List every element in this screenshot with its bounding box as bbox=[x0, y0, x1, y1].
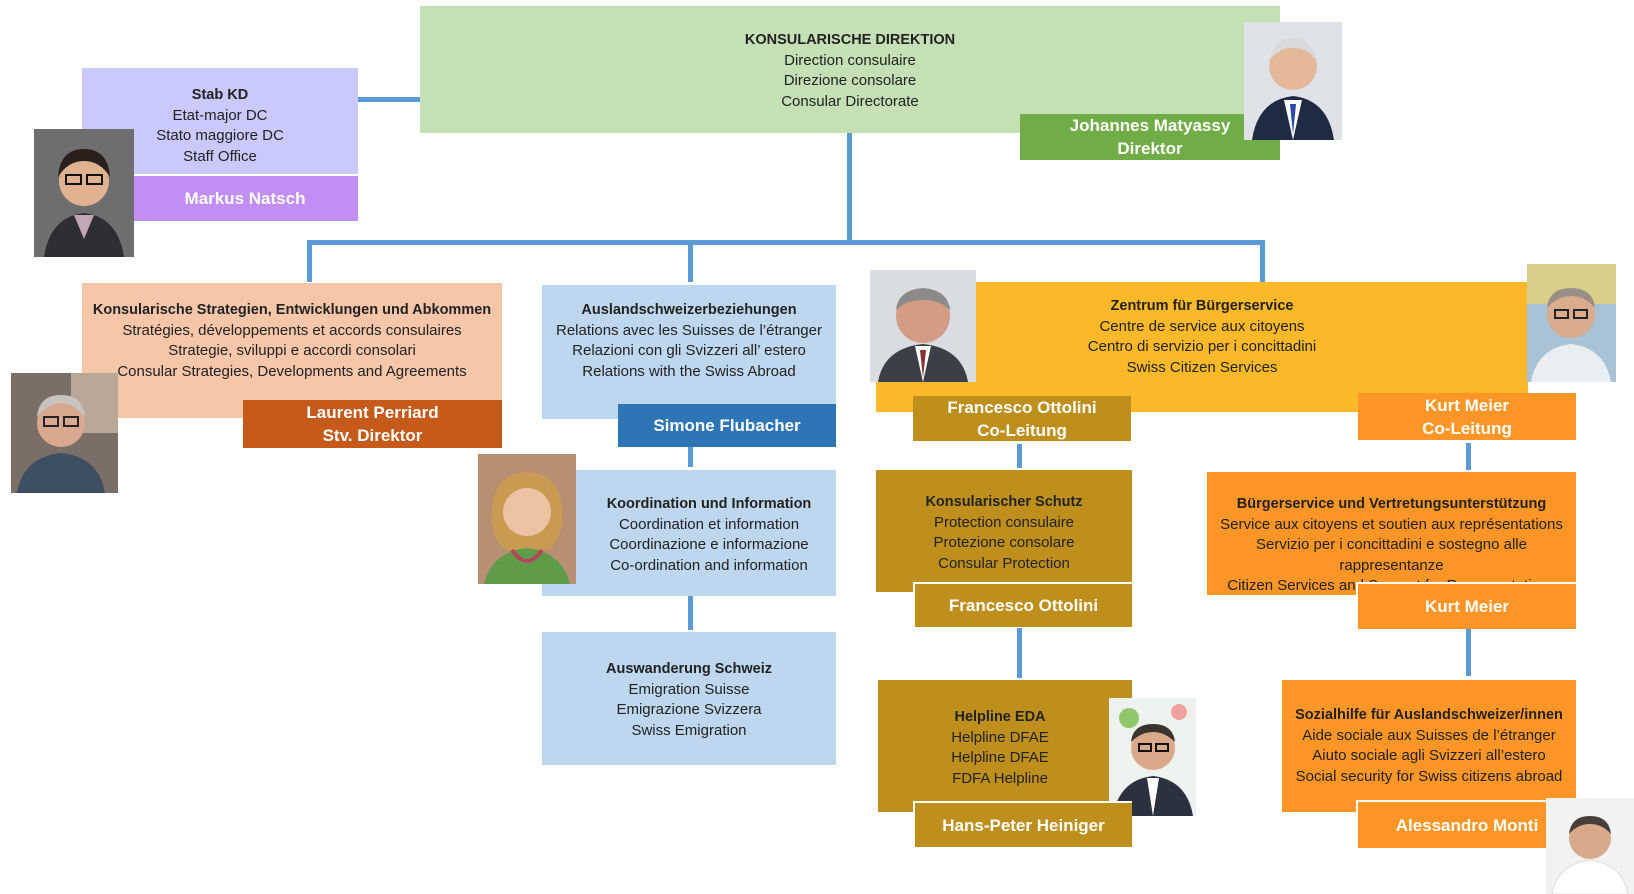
helpline-title: Helpline EDA bbox=[954, 709, 1046, 725]
connector-strategies bbox=[307, 240, 312, 282]
services-person-name: Kurt Meier bbox=[1424, 597, 1510, 616]
citizen-lead2-label: Kurt Meier Co-Leitung bbox=[1358, 393, 1576, 440]
citizen-line-fr: Centre de service aux citoyens bbox=[1099, 317, 1305, 335]
coordination-photo bbox=[478, 454, 576, 584]
emigration-line-it: Emigrazione Svizzera bbox=[616, 701, 762, 718]
abroad-person-name: Simone Flubacher bbox=[653, 416, 801, 435]
strategies-box: Konsularische Strategien, Entwicklungen … bbox=[82, 283, 502, 418]
connector-coord-emig bbox=[688, 596, 693, 630]
services-line-it: Servizio per i concittadini e sostegno a… bbox=[1256, 536, 1527, 574]
staff-line-en: Staff Office bbox=[183, 147, 257, 165]
connector-meier-services bbox=[1466, 443, 1471, 470]
citizen-photo-left bbox=[870, 270, 976, 382]
director-photo bbox=[1244, 22, 1342, 140]
protection-line-en: Consular Protection bbox=[938, 554, 1070, 572]
emigration-line-en: Swiss Emigration bbox=[631, 721, 747, 739]
staff-label: Markus Natsch bbox=[132, 176, 358, 221]
strategies-person-role: Stv. Direktor bbox=[322, 426, 423, 445]
connector-abroad-coord bbox=[688, 445, 693, 467]
helpline-label: Hans-Peter Heiniger bbox=[913, 801, 1132, 847]
citizen-photo-right bbox=[1527, 264, 1616, 382]
emigration-box: Auswanderung Schweiz Emigration Suisse E… bbox=[542, 632, 836, 765]
citizen-lead2-name: Kurt Meier bbox=[1424, 395, 1510, 415]
director-line-fr: Direction consulaire bbox=[784, 51, 916, 69]
staff-box: Stab KD Etat-major DC Stato maggiore DC … bbox=[82, 68, 358, 174]
protection-person-name: Francesco Ottolini bbox=[948, 596, 1099, 615]
citizen-lead2-role: Co-Leitung bbox=[1422, 418, 1512, 438]
citizen-box: Zentrum für Bürgerservice Centre de serv… bbox=[876, 282, 1528, 412]
connector-abroad bbox=[688, 240, 693, 282]
social-line-fr: Aide sociale aux Suisses de l’étranger bbox=[1302, 726, 1556, 744]
social-label: Alessandro Monti bbox=[1356, 800, 1576, 848]
abroad-title: Auslandschweizerbeziehungen bbox=[581, 302, 797, 318]
protection-line-it: Protezione consolare bbox=[933, 534, 1075, 551]
emigration-line-fr: Emigration Suisse bbox=[628, 680, 750, 698]
social-box: Sozialhilfe für Auslandschweizer/innen A… bbox=[1282, 680, 1576, 812]
abroad-box: Auslandschweizerbeziehungen Relations av… bbox=[542, 285, 836, 419]
citizen-lead1-name: Francesco Ottolini bbox=[947, 397, 1097, 417]
connector-main-horizontal bbox=[307, 240, 1265, 245]
coordination-line-en: Co-ordination and information bbox=[610, 556, 808, 574]
helpline-person-name: Hans-Peter Heiniger bbox=[942, 815, 1105, 835]
services-label: Kurt Meier bbox=[1356, 582, 1576, 629]
strategies-person-name: Laurent Perriard bbox=[306, 403, 439, 422]
strategies-line-it: Strategie, sviluppi e accordi consolari bbox=[168, 342, 416, 359]
strategies-label: Laurent Perriard Stv. Direktor bbox=[243, 400, 502, 448]
connector-citizen bbox=[1260, 240, 1265, 282]
helpline-line-en: FDFA Helpline bbox=[952, 769, 1048, 787]
coordination-box: Koordination und Information Coordinatio… bbox=[542, 470, 836, 596]
helpline-box: Helpline EDA Helpline DFAE Helpline DFAE… bbox=[878, 680, 1132, 812]
coordination-line-fr: Coordination et information bbox=[618, 515, 800, 533]
strategies-line-en: Consular Strategies, Developments and Ag… bbox=[117, 362, 467, 380]
abroad-line-fr: Relations avec les Suisses de l’étranger bbox=[556, 321, 822, 339]
services-line-fr: Service aux citoyens et soutien aux repr… bbox=[1220, 515, 1563, 533]
connector-director-down bbox=[847, 133, 852, 244]
strategies-photo bbox=[11, 373, 118, 493]
citizen-lead1-label: Francesco Ottolini Co-Leitung bbox=[913, 396, 1131, 441]
protection-label: Francesco Ottolini bbox=[913, 582, 1132, 627]
protection-line-fr: Protection consulaire bbox=[933, 513, 1075, 531]
strategies-line-fr: Stratégies, développements et accords co… bbox=[122, 321, 462, 339]
connector-ottolini-protection bbox=[1017, 444, 1022, 468]
strategies-title: Konsularische Strategien, Entwicklungen … bbox=[92, 302, 492, 318]
citizen-line-it: Centro di servizio per i concittadini bbox=[1087, 338, 1317, 355]
director-line-en: Consular Directorate bbox=[781, 92, 919, 110]
citizen-lead1-role: Co-Leitung bbox=[977, 420, 1067, 440]
director-label: Johannes Matyassy Direktor bbox=[1020, 114, 1280, 160]
social-line-en: Social security for Swiss citizens abroa… bbox=[1295, 767, 1563, 785]
protection-title: Konsularischer Schutz bbox=[925, 494, 1083, 510]
social-title: Sozialhilfe für Auslandschweizer/innen bbox=[1295, 707, 1563, 723]
social-line-it: Aiuto sociale agli Svizzeri all’estero bbox=[1312, 747, 1546, 764]
staff-line-fr: Etat-major DC bbox=[172, 106, 268, 124]
abroad-label: Simone Flubacher bbox=[618, 404, 836, 447]
director-person-name: Johannes Matyassy bbox=[1069, 116, 1231, 135]
emigration-title: Auswanderung Schweiz bbox=[606, 661, 772, 677]
staff-photo bbox=[34, 129, 134, 257]
helpline-line-fr: Helpline DFAE bbox=[951, 728, 1049, 746]
services-box: Bürgerservice und Vertretungsunterstützu… bbox=[1207, 472, 1576, 595]
abroad-line-en: Relations with the Swiss Abroad bbox=[582, 362, 796, 380]
connector-staff bbox=[356, 97, 420, 102]
connector-protection-helpline bbox=[1017, 628, 1022, 678]
director-person-role: Direktor bbox=[1117, 139, 1183, 158]
social-photo bbox=[1546, 798, 1634, 894]
helpline-line-it: Helpline DFAE bbox=[951, 749, 1049, 766]
social-person-name: Alessandro Monti bbox=[1395, 815, 1539, 835]
citizen-line-en: Swiss Citizen Services bbox=[1126, 358, 1278, 376]
coordination-title: Koordination und Information bbox=[606, 496, 812, 512]
citizen-title: Zentrum für Bürgerservice bbox=[1110, 298, 1294, 314]
staff-line-it: Stato maggiore DC bbox=[156, 127, 284, 144]
director-box: KONSULARISCHE DIREKTION Direction consul… bbox=[420, 6, 1280, 133]
abroad-line-it: Relazioni con gli Svizzeri all’ estero bbox=[572, 342, 806, 359]
director-title: KONSULARISCHE DIREKTION bbox=[744, 32, 956, 48]
protection-box: Konsularischer Schutz Protection consula… bbox=[876, 470, 1132, 592]
coordination-line-it: Coordinazione e informazione bbox=[609, 536, 809, 553]
staff-title: Stab KD bbox=[191, 87, 249, 103]
services-title: Bürgerservice und Vertretungsunterstützu… bbox=[1236, 496, 1547, 512]
helpline-photo bbox=[1109, 698, 1196, 816]
staff-person-name: Markus Natsch bbox=[184, 189, 306, 208]
connector-services-social bbox=[1466, 629, 1471, 676]
director-line-it: Direzione consolare bbox=[783, 72, 917, 89]
